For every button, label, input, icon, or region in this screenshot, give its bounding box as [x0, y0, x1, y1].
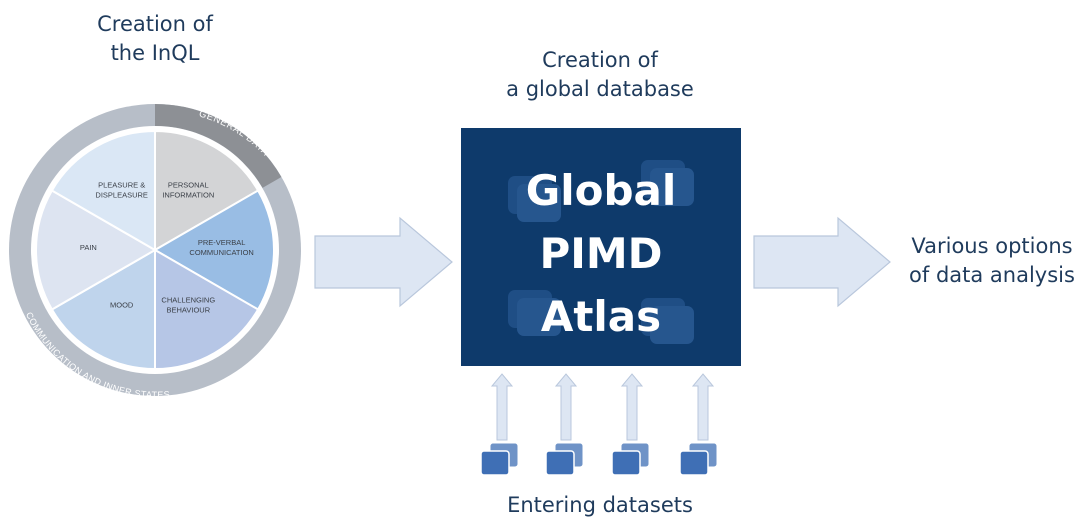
- caption-datasets: Entering datasets: [480, 491, 720, 520]
- wheel-segment-label-mood: MOOD: [110, 301, 134, 310]
- caption-analysis-line1: Various options: [911, 234, 1073, 258]
- caption-database-line2: a global database: [506, 77, 694, 101]
- wheel-segment-pain: [35, 189, 157, 311]
- dataset-arrow: [691, 373, 715, 441]
- dataset-stack-icon: [545, 442, 584, 476]
- dataset-stack-icon: [611, 442, 650, 476]
- dataset-stack-icon: [679, 442, 718, 476]
- arrow-to-analysis: [753, 216, 891, 308]
- wheel-segment-personal-information: [154, 129, 260, 252]
- caption-database: Creation of a global database: [480, 46, 720, 104]
- dataset-arrow: [554, 373, 578, 441]
- caption-analysis-line2: of data analysis: [909, 263, 1075, 287]
- dataset-arrow: [490, 373, 514, 441]
- wheel-segment-pre-verbal-communication: [153, 189, 275, 311]
- caption-inql-line1: Creation of: [97, 12, 213, 36]
- atlas-title-line1: Global: [526, 166, 677, 215]
- wheel-segment-label-pain: PAIN: [80, 243, 97, 252]
- caption-datasets-text: Entering datasets: [507, 493, 693, 517]
- wheel-segment-pleasure-displeasure: [50, 129, 156, 252]
- dataset-arrow: [620, 373, 644, 441]
- dataset-icons: [480, 442, 718, 476]
- caption-inql: Creation of the InQL: [70, 10, 240, 68]
- dataset-stack-icon: [480, 442, 519, 476]
- caption-analysis: Various options of data analysis: [900, 232, 1084, 290]
- wheel-segment-label-pleasure-displeasure: PLEASURE &DISPLEASURE: [95, 180, 148, 199]
- wheel-segments: [35, 129, 275, 371]
- dataset-arrows: [490, 373, 715, 441]
- wheel-segment-challenging-behaviour: [154, 248, 260, 371]
- caption-database-line1: Creation of: [542, 48, 658, 72]
- wheel-segment-mood: [50, 248, 156, 371]
- caption-inql-line2: the InQL: [110, 41, 200, 65]
- atlas-background-icons: [508, 160, 694, 344]
- wheel-general-ring: [155, 104, 282, 188]
- arrow-to-atlas: [314, 216, 453, 308]
- atlas-box: Global PIMD Atlas: [461, 128, 741, 366]
- atlas-title-line2: PIMD: [539, 229, 662, 278]
- atlas-title-line3: Atlas: [541, 292, 661, 341]
